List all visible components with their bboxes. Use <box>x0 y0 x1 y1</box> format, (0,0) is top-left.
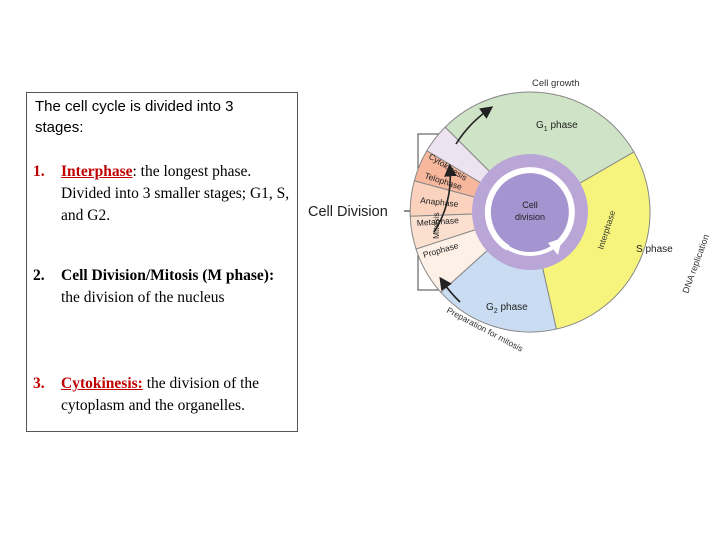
list-item-interphase: 1. Interphase: the longest phase. Divide… <box>33 161 295 227</box>
center-label-line2: division <box>515 212 545 222</box>
item-number: 3. <box>33 375 45 392</box>
item-description: the division of the nucleus <box>61 289 225 306</box>
g1-phase-label: G1 phase <box>536 120 578 133</box>
list-item-cytokinesis: 3. Cytokinesis: the division of the cyto… <box>33 373 295 417</box>
item-description: the division of the cytoplasm and the or… <box>61 375 260 414</box>
growth-arrow <box>455 106 494 145</box>
intro-text: The cell cycle is divided into 3 stages: <box>35 98 234 136</box>
anaphase-label: Anaphase <box>420 195 459 209</box>
g2-phase-label: G2 phase <box>486 302 528 315</box>
g1-sector <box>444 91 635 213</box>
cycle-arrow <box>484 167 575 251</box>
cell-division-label: Cell Division <box>308 204 388 220</box>
term-cytokinesis: Cytokinesis: <box>61 375 143 392</box>
term-interphase: Interphase <box>61 163 133 180</box>
s-phase-label: S phase <box>636 244 673 255</box>
item-description: : the longest phase. Divided into 3 smal… <box>61 163 290 224</box>
item-number: 1. <box>33 163 45 180</box>
text-panel: The cell cycle is divided into 3 stages:… <box>26 92 298 432</box>
dna-replication-label: DNA replication <box>680 233 711 295</box>
g2-arrow <box>439 276 461 303</box>
cycle-arrowhead <box>548 238 562 255</box>
list-item-cell-division: 2. Cell Division/Mitosis (M phase): the … <box>33 265 295 309</box>
center-circle <box>490 172 570 252</box>
mitosis-arrow <box>433 163 457 233</box>
metaphase-label: Metaphase <box>416 215 459 228</box>
center-label-line1: Cell <box>522 200 538 210</box>
cell-cycle-diagram: Cell Division Cell growth G1 phase S pha… <box>308 78 711 354</box>
term-cell-division: Cell Division/Mitosis (M phase): <box>61 267 275 284</box>
mitosis-label: Mitosis <box>431 213 441 239</box>
cell-growth-label: Cell growth <box>532 78 580 89</box>
item-number: 2. <box>33 267 45 284</box>
